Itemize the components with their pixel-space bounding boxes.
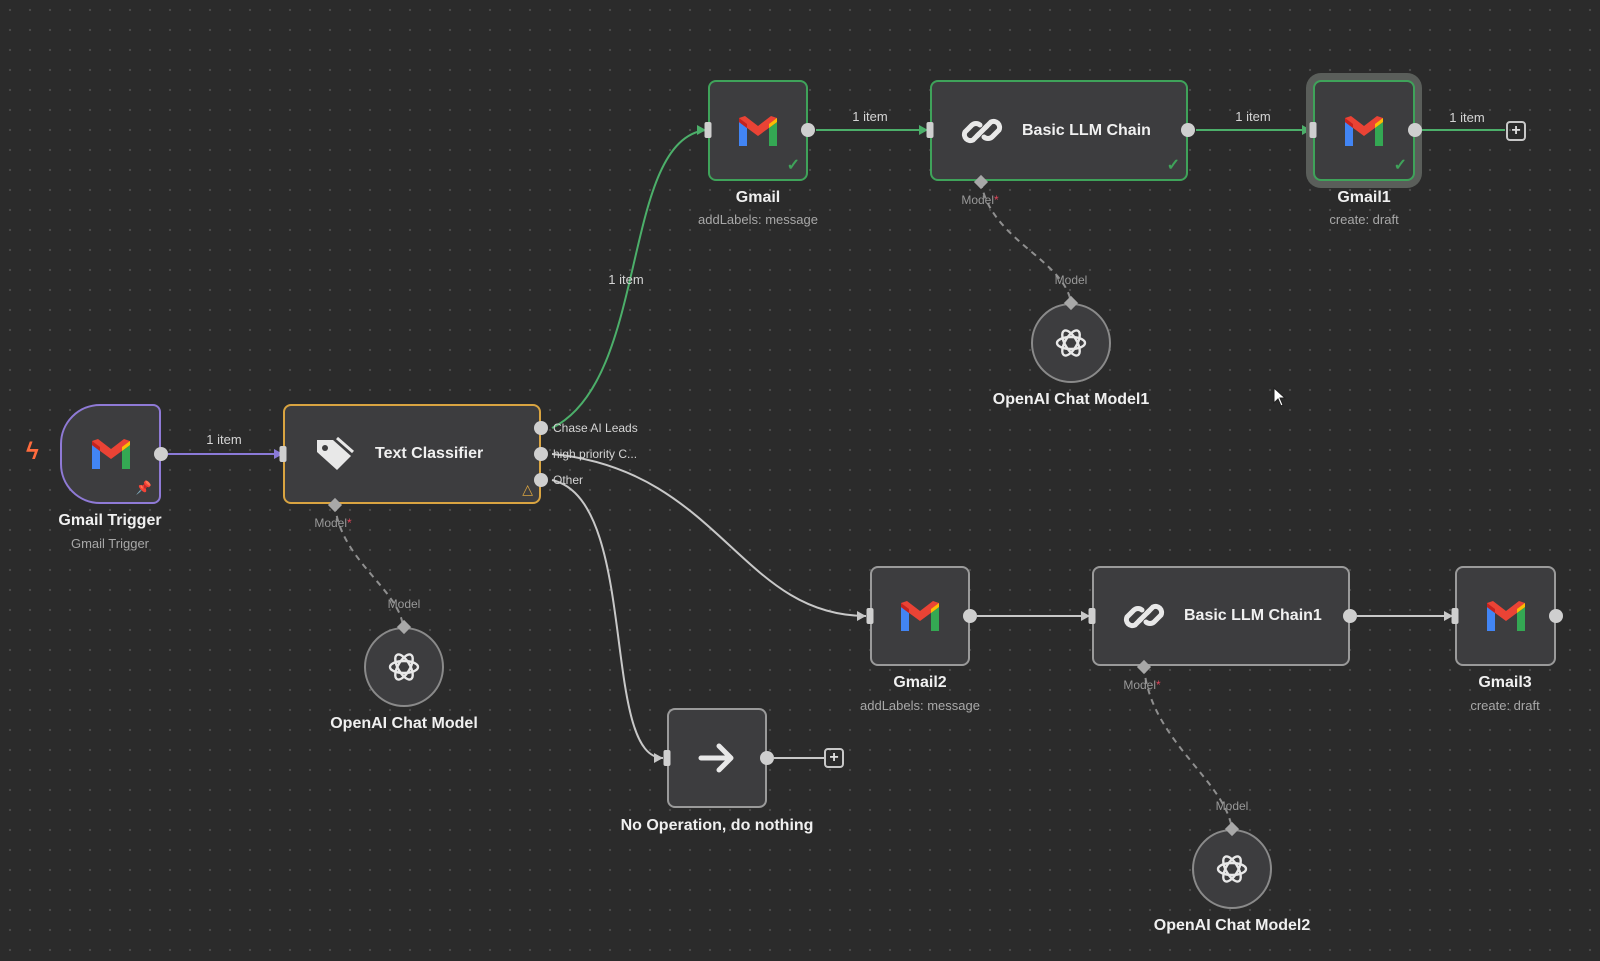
arrow-right-icon	[698, 743, 734, 773]
edge-classifier-gmail[interactable]	[551, 129, 707, 429]
required-marker: *	[1156, 678, 1161, 692]
text-classifier-title: Text Classifier	[375, 445, 484, 462]
gmail3-subtitle: create: draft	[1470, 698, 1540, 713]
trigger-bolt-icon: ϟ	[26, 438, 39, 465]
edge-model1-chain[interactable]	[980, 181, 1072, 304]
gmail-node[interactable]: ✓	[708, 80, 808, 181]
edge-label-gmail1: 1 item	[1235, 109, 1271, 124]
text-classifier-node[interactable]: Text Classifier △	[283, 404, 541, 504]
gmail-icon	[91, 439, 130, 469]
gmail1-node[interactable]: ✓	[1313, 80, 1415, 181]
basic-llm-chain1-model-label: Model*	[1123, 678, 1160, 692]
basic-llm-chain1-title: Basic LLM Chain1	[1184, 607, 1322, 624]
mouse-cursor-icon	[1273, 387, 1287, 407]
basic-llm-chain-title: Basic LLM Chain	[1022, 121, 1151, 139]
success-check-icon: ✓	[1393, 157, 1407, 174]
gmail3-title: Gmail3	[1478, 674, 1532, 691]
openai-icon	[1216, 855, 1248, 883]
basic-llm-chain-node[interactable]: Basic LLM Chain ✓	[930, 80, 1188, 181]
output-port-high-priority[interactable]	[534, 447, 548, 461]
basic-llm-chain1-input-port[interactable]	[1088, 608, 1096, 624]
output-label-chase-ai-leads: Chase AI Leads	[553, 421, 638, 435]
openai-chat-model-title: OpenAI Chat Model	[330, 715, 478, 732]
output-label-high-priority: high priority C...	[553, 447, 638, 461]
edge-label-chain: 1 item	[852, 109, 888, 124]
edge-classifier-noop[interactable]	[551, 479, 664, 759]
output-label-other: Other	[553, 473, 584, 487]
openai-icon	[1055, 329, 1087, 357]
gmail2-input-port[interactable]	[866, 608, 874, 624]
gmail3-output-port[interactable]	[1549, 609, 1563, 623]
basic-llm-chain-output-port[interactable]	[1181, 123, 1195, 137]
model-label-text: Model	[961, 193, 995, 207]
basic-llm-chain-model-label: Model*	[961, 193, 998, 207]
pin-icon: 📌	[135, 480, 152, 495]
gmail3-node[interactable]	[1455, 566, 1556, 666]
gmail1-input-port[interactable]	[1309, 122, 1317, 138]
openai-chat-model2-node[interactable]	[1192, 829, 1272, 909]
model-label-text: Model	[314, 516, 348, 530]
gmail-trigger-title: Gmail Trigger	[58, 512, 162, 529]
chain-link-icon	[1123, 603, 1165, 629]
gmail-subtitle: addLabels: message	[698, 212, 818, 227]
gmail-input-port[interactable]	[704, 122, 712, 138]
gmail2-subtitle: addLabels: message	[860, 698, 980, 713]
gmail-trigger-node[interactable]: 📌	[60, 404, 161, 504]
edge-model2-chain1[interactable]	[1143, 666, 1233, 830]
no-operation-node[interactable]	[667, 708, 767, 808]
model-label-text: Model	[1123, 678, 1157, 692]
text-classifier-model-label: Model*	[314, 516, 351, 530]
openai-chat-model2-title: OpenAI Chat Model2	[1153, 917, 1311, 934]
gmail1-subtitle: create: draft	[1329, 212, 1399, 227]
openai-chat-model-node[interactable]	[364, 627, 444, 707]
basic-llm-chain1-output-port[interactable]	[1343, 609, 1357, 623]
edge-label-gmail: 1 item	[608, 272, 644, 287]
gmail2-output-port[interactable]	[963, 609, 977, 623]
gmail-trigger-output-port[interactable]	[154, 447, 168, 461]
required-marker: *	[347, 516, 352, 530]
gmail-icon	[1486, 601, 1525, 631]
edge-model-classifier[interactable]	[334, 504, 404, 628]
success-check-icon: ✓	[1166, 157, 1180, 174]
tag-icon	[317, 436, 354, 470]
gmail-icon	[739, 115, 777, 146]
success-check-icon: ✓	[786, 157, 800, 174]
add-node-button[interactable]: +	[1506, 121, 1526, 141]
output-port-other[interactable]	[534, 473, 548, 487]
warning-icon: △	[522, 481, 533, 497]
gmail-title: Gmail	[735, 189, 781, 206]
gmail3-input-port[interactable]	[1451, 608, 1459, 624]
gmail1-output-port[interactable]	[1408, 123, 1422, 137]
output-port-chase-ai-leads[interactable]	[534, 421, 548, 435]
no-operation-output-port[interactable]	[760, 751, 774, 765]
edge-label-trigger: 1 item	[206, 432, 242, 447]
openai-chat-model1-node[interactable]	[1031, 303, 1111, 383]
gmail2-title: Gmail2	[893, 674, 947, 691]
edge-classifier-gmail2[interactable]	[551, 453, 867, 617]
chain-link-icon	[961, 118, 1003, 143]
openai-chat-model2-port-label: Model	[1215, 799, 1249, 813]
add-node-button[interactable]: +	[824, 748, 844, 768]
openai-chat-model-port-label: Model	[387, 597, 421, 611]
no-operation-title: No Operation, do nothing	[620, 817, 814, 834]
gmail-output-port[interactable]	[801, 123, 815, 137]
basic-llm-chain-input-port[interactable]	[926, 122, 934, 138]
gmail2-node[interactable]	[870, 566, 970, 666]
gmail-icon	[1345, 115, 1383, 146]
openai-chat-model1-title: OpenAI Chat Model1	[992, 391, 1150, 408]
openai-icon	[388, 653, 420, 681]
basic-llm-chain1-node[interactable]: Basic LLM Chain1	[1092, 566, 1350, 666]
gmail-trigger-subtitle: Gmail Trigger	[70, 536, 150, 551]
no-operation-input-port[interactable]	[663, 750, 671, 766]
openai-chat-model1-port-label: Model	[1054, 273, 1088, 287]
gmail-icon	[901, 601, 939, 631]
text-classifier-input-port[interactable]	[279, 446, 287, 462]
required-marker: *	[994, 193, 999, 207]
edge-label-out: 1 item	[1449, 110, 1485, 125]
gmail1-title: Gmail1	[1337, 189, 1391, 206]
